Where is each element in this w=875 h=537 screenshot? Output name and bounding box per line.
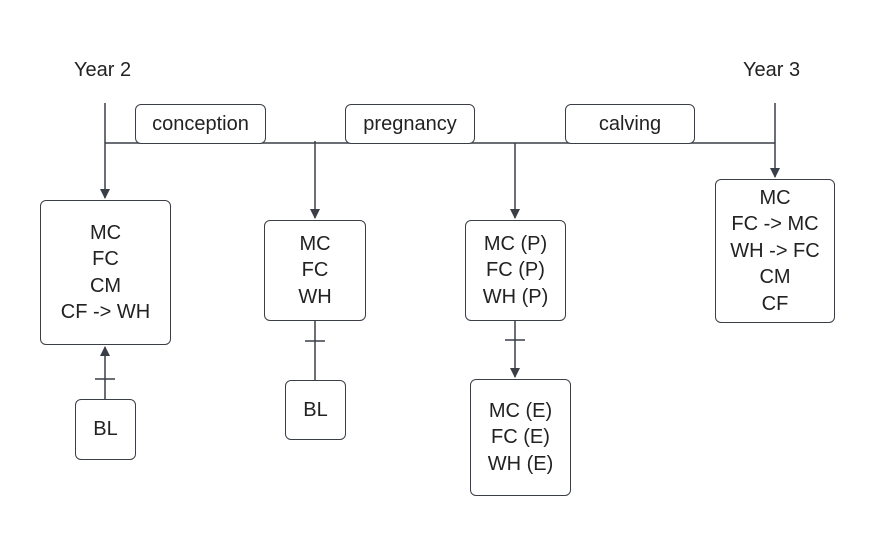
node-item: WH -> FC: [730, 239, 820, 262]
node-item: FC -> MC: [731, 213, 819, 236]
year-3-label: Year 3: [743, 59, 801, 81]
node-item: MC: [89, 221, 122, 244]
node-box-2: MC FC WH: [264, 220, 366, 321]
node-box-3: MC (P) FC (P) WH (P): [465, 220, 566, 321]
node-item: FC: [92, 248, 119, 270]
node-box-4: MC FC -> MC WH -> FC CM CF: [715, 179, 835, 323]
node-item: FC (E): [491, 426, 550, 449]
node-item: CM: [759, 266, 791, 289]
phase-conception: conception: [135, 104, 266, 144]
node-item: CF: [761, 292, 789, 315]
phase-pregnancy: pregnancy: [345, 104, 475, 144]
node-item: FC: [301, 259, 329, 282]
node-item: CF -> WH: [60, 301, 151, 323]
node-item: WH (P): [482, 285, 549, 308]
year-2-label: Year 2: [74, 59, 132, 81]
node-bl-2: BL: [285, 380, 346, 440]
node-bl-1: BL: [75, 399, 136, 460]
node-box-3e: MC (E) FC (E) WH (E): [470, 379, 571, 496]
node-item: BL: [93, 418, 118, 441]
node-item: MC (E): [488, 399, 553, 422]
node-item: CM: [89, 274, 122, 297]
node-box-1: MC FC CM CF -> WH: [40, 200, 171, 345]
node-item: FC (P): [486, 259, 545, 282]
node-item: WH: [298, 285, 332, 308]
node-item: MC (P): [483, 232, 548, 255]
phase-calving: calving: [565, 104, 695, 144]
node-item: WH (E): [487, 452, 554, 475]
node-item: MC: [759, 186, 791, 209]
node-item: MC: [299, 232, 331, 255]
node-item: BL: [303, 398, 328, 421]
